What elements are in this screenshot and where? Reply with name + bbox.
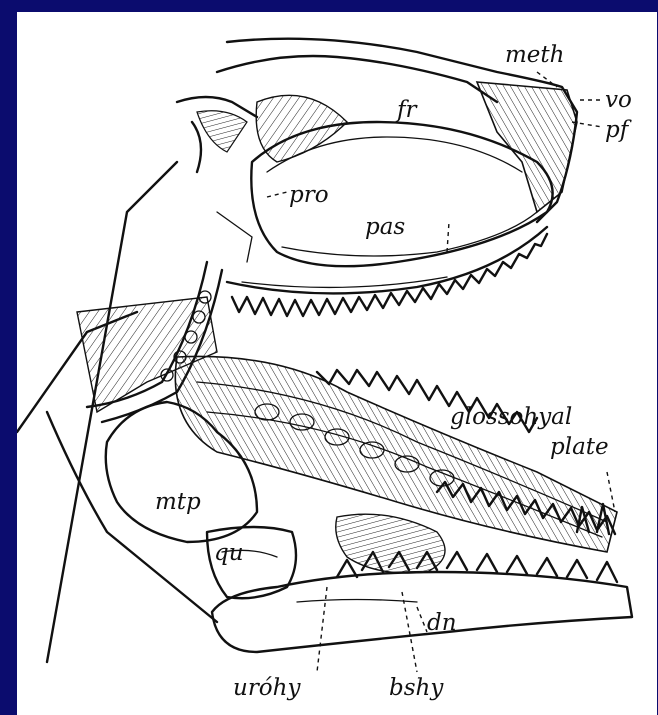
label-pro: pro <box>289 182 329 208</box>
skull-drawing: meth vo pf fr pro pas glossohyal plate m… <box>17 12 657 715</box>
label-vo: vo <box>605 87 632 113</box>
illustration-frame: meth vo pf fr pro pas glossohyal plate m… <box>17 12 657 715</box>
label-urohy: uróhy <box>233 675 301 701</box>
label-fr: fr <box>395 97 419 123</box>
label-mtp: mtp <box>155 489 201 515</box>
upper-jaw <box>227 227 547 316</box>
label-pf: pf <box>605 117 632 143</box>
label-bshy: bshy <box>389 675 444 701</box>
label-meth: meth <box>505 42 564 68</box>
label-qu: qu <box>214 540 244 566</box>
label-glossohyal: glossohyal <box>450 404 572 430</box>
label-pas: pas <box>365 214 405 240</box>
label-dn: dn <box>427 610 457 636</box>
label-plate: plate <box>550 434 609 460</box>
